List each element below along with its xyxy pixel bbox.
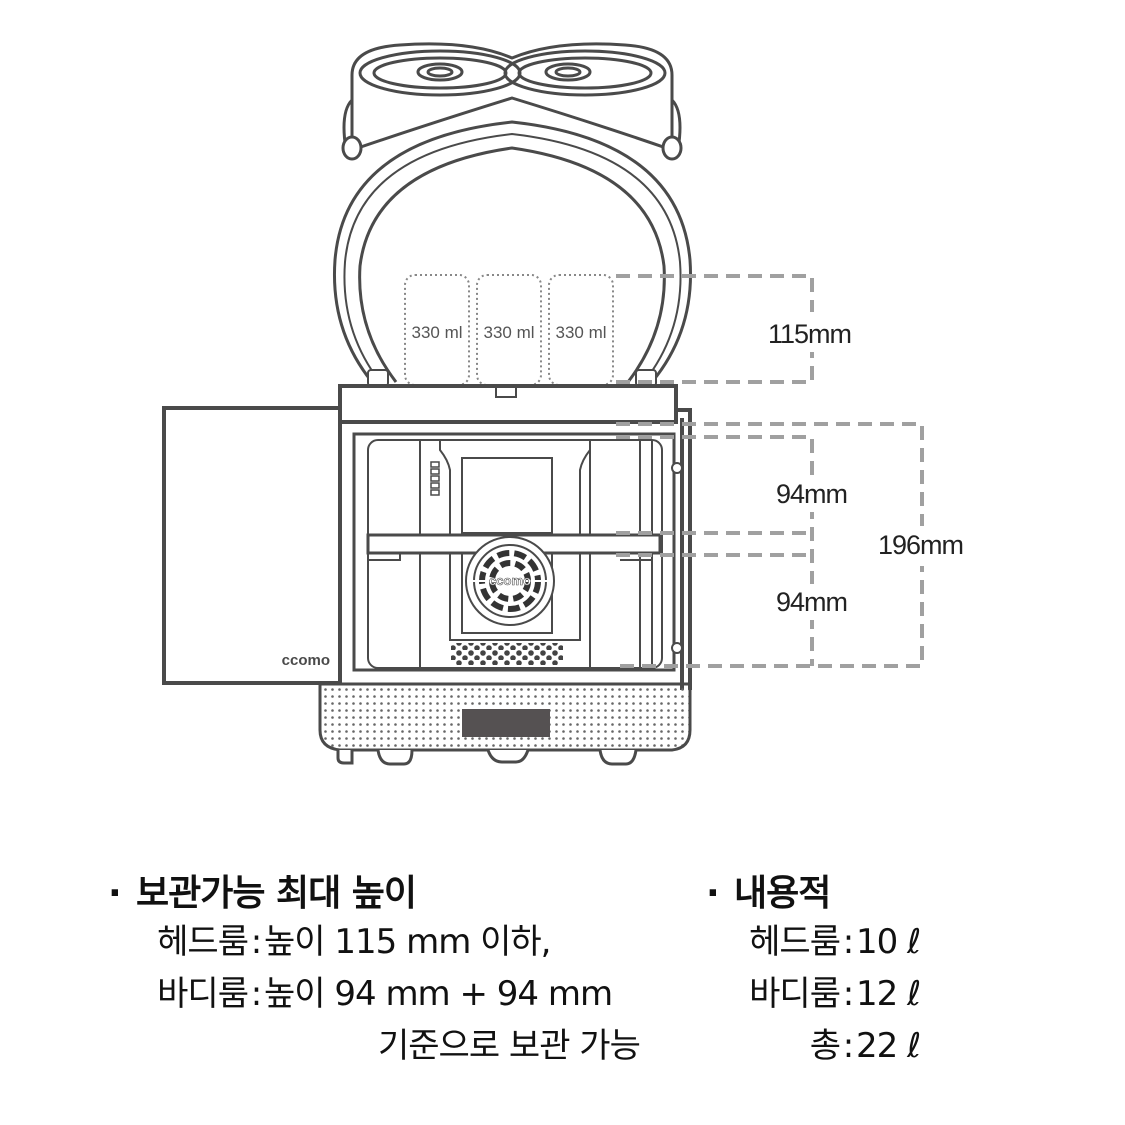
bodyroom-label: 바디룸 <box>157 974 249 1014</box>
bullet-icon: · <box>706 873 720 914</box>
spec-bodyroom-height: 바디룸:높이 94 mm + 94 mm <box>108 968 640 1020</box>
capacity-label: 총 <box>809 1026 841 1066</box>
colon: : <box>842 922 854 962</box>
capacity-value: 22 ℓ <box>856 1026 921 1066</box>
capacity-value: 10 ℓ <box>856 922 921 962</box>
capacity-row-bodyroom: 바디룸:12 ℓ <box>706 968 921 1020</box>
spec-max-height: · 보관가능 최대 높이 헤드룸:높이 115 mm 이하, 바디룸:높이 94 … <box>108 872 641 1072</box>
main-body <box>162 384 692 766</box>
capacity-label: 바디룸 <box>749 974 841 1014</box>
capacity-label: 헤드룸 <box>749 922 841 962</box>
brand-logo-door: ccomo <box>282 652 330 669</box>
can-outlines <box>404 274 614 386</box>
spec-capacity-title-text: 내용적 <box>734 873 831 914</box>
can-label-3: 330 ml <box>555 323 606 342</box>
spec-max-height-title: · 보관가능 최대 높이 <box>108 872 640 916</box>
spec-max-height-title-text: 보관가능 최대 높이 <box>136 873 417 914</box>
capacity-row-total: 총:22 ℓ <box>706 1020 921 1072</box>
spec-capacity: ·내용적 헤드룸:10 ℓ 바디룸:12 ℓ 총:22 ℓ <box>706 872 921 1072</box>
spec-capacity-title: · 내용적 <box>706 872 920 916</box>
bodyroom-height-value: 높이 94 mm + 94 mm <box>264 974 613 1014</box>
colon: : <box>250 922 262 962</box>
headroom-height-value: 높이 115 mm 이하, <box>264 922 551 962</box>
colon: : <box>842 974 854 1014</box>
bodyroom-note-text: 기준으로 보관 가능 <box>378 1026 641 1066</box>
capacity-row-headroom: 헤드룸:10 ℓ <box>706 916 921 968</box>
can-label-2: 330 ml <box>483 323 534 342</box>
dimension-bodyroom-lower: 94mm <box>776 587 847 617</box>
lid-top <box>341 42 683 161</box>
spec-headroom-height: 헤드룸:높이 115 mm 이하, <box>108 916 640 968</box>
brand-logo-fan: ccomo <box>489 573 531 588</box>
spec-bodyroom-note: 기준으로 보관 가능 <box>108 1020 641 1072</box>
colon: : <box>250 974 262 1014</box>
dimension-headroom: 115mm <box>768 319 851 349</box>
bullet-icon: · <box>108 873 122 914</box>
dimension-bodyroom-upper: 94mm <box>776 479 847 509</box>
colon: : <box>842 1026 854 1066</box>
headroom-door <box>332 120 692 387</box>
can-label-1: 330 ml <box>411 323 462 342</box>
dimension-bodyroom-total: 196mm <box>878 530 963 560</box>
headroom-label: 헤드룸 <box>157 922 249 962</box>
capacity-value: 12 ℓ <box>856 974 921 1014</box>
product-dimension-illustration: 330 ml 330 ml 330 ml <box>162 42 965 766</box>
